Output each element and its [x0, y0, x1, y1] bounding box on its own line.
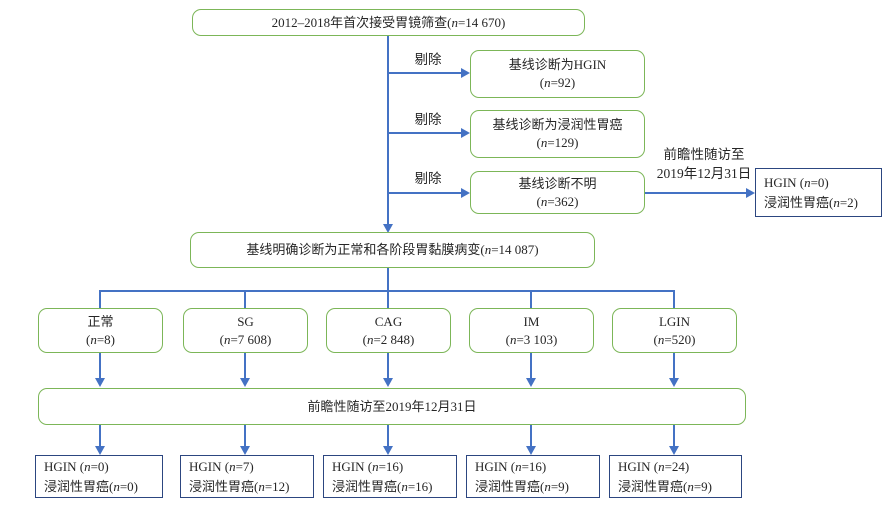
group-cag-line1: CAG	[374, 313, 403, 329]
outcome-arrow-line-1	[99, 425, 101, 447]
outcome-arrowhead-3	[383, 446, 393, 455]
outcome-arrowhead-1	[95, 446, 105, 455]
group-arrowhead-4	[526, 378, 536, 387]
split-drop-1	[99, 290, 101, 308]
group-lgin-line1: LGIN	[658, 313, 691, 329]
outcome-arrow-line-5	[673, 425, 675, 447]
exclusion-box-hgin-line1: 基线诊断为HGIN	[508, 57, 607, 73]
outcome-arrowhead-5	[669, 446, 679, 455]
excluded-outcome-box: HGIN (n=0) 浸润性胃癌(n=2)	[755, 168, 882, 217]
outcome-cag-line1: HGIN (n=16)	[332, 459, 404, 474]
exclusion-arrowhead-3	[461, 188, 470, 198]
outcome-box-cag: HGIN (n=16) 浸润性胃癌(n=16)	[323, 455, 457, 498]
outcome-im-line2: 浸润性胃癌(n=9)	[475, 478, 570, 494]
split-drop-3	[387, 290, 389, 308]
group-cag-line2: (n=2 848)	[362, 331, 415, 347]
outcome-arrow-line-2	[244, 425, 246, 447]
outcome-box-lgin: HGIN (n=24) 浸润性胃癌(n=9)	[609, 455, 742, 498]
exclusion-label-2: 剔除	[414, 112, 442, 127]
excluded-followup-arrowhead	[746, 188, 755, 198]
group-arrow-line-3	[387, 353, 389, 379]
followup-box-text: 前瞻性随访至2019年12月31日	[307, 398, 477, 414]
outcome-normal-line2: 浸润性胃癌(n=0)	[44, 478, 139, 494]
screening-box-text: 2012–2018年首次接受胃镜筛查(n=14 670)	[271, 14, 506, 30]
outcome-sg-line2: 浸润性胃癌(n=12)	[189, 478, 290, 494]
group-lgin-line2: (n=520)	[653, 331, 696, 347]
group-arrow-line-5	[673, 353, 675, 379]
group-normal-line1: 正常	[87, 313, 114, 329]
exclusion-box-invasive-line2: (n=129)	[536, 135, 579, 150]
group-arrowhead-5	[669, 378, 679, 387]
group-arrowhead-1	[95, 378, 105, 387]
outcome-box-sg: HGIN (n=7) 浸润性胃癌(n=12)	[180, 455, 314, 498]
split-drop-5	[673, 290, 675, 308]
exclusion-arrowhead-1	[461, 68, 470, 78]
group-arrowhead-3	[383, 378, 393, 387]
outcome-lgin-line1: HGIN (n=24)	[618, 459, 690, 474]
group-box-normal: 正常 (n=8)	[38, 308, 163, 353]
outcome-lgin-line2: 浸润性胃癌(n=9)	[618, 478, 713, 494]
followup-box: 前瞻性随访至2019年12月31日	[38, 388, 746, 425]
group-arrow-line-2	[244, 353, 246, 379]
exclusion-box-invasive-cancer: 基线诊断为浸润性胃癌 (n=129)	[470, 110, 645, 158]
baseline-box-text: 基线明确诊断为正常和各阶段胃黏膜病变(n=14 087)	[246, 242, 539, 258]
outcome-box-im: HGIN (n=16) 浸润性胃癌(n=9)	[466, 455, 600, 498]
exclusion-line-3	[388, 192, 462, 194]
exclusion-arrowhead-2	[461, 128, 470, 138]
group-sg-line2: (n=7 608)	[219, 331, 272, 347]
outcome-arrow-line-3	[387, 425, 389, 447]
group-box-cag: CAG (n=2 848)	[326, 308, 451, 353]
group-arrow-line-4	[530, 353, 532, 379]
excluded-followup-line	[645, 192, 747, 194]
group-box-lgin: LGIN (n=520)	[612, 308, 737, 353]
group-im-line2: (n=3 103)	[505, 331, 558, 347]
group-arrow-line-1	[99, 353, 101, 379]
outcome-box-normal: HGIN (n=0) 浸润性胃癌(n=0)	[35, 455, 163, 498]
exclusion-box-unclear: 基线诊断不明 (n=362)	[470, 171, 645, 214]
group-im-line1: IM	[523, 313, 540, 329]
exclusion-line-1	[388, 72, 462, 74]
exclusion-box-invasive-line1: 基线诊断为浸润性胃癌	[492, 117, 623, 133]
group-arrowhead-2	[240, 378, 250, 387]
exclusion-line-2	[388, 132, 462, 134]
excluded-followup-label-line2: 2019年12月31日	[656, 166, 752, 181]
group-normal-line2: (n=8)	[85, 331, 115, 347]
outcome-normal-line1: HGIN (n=0)	[44, 459, 109, 474]
exclusion-box-hgin: 基线诊断为HGIN (n=92)	[470, 50, 645, 98]
main-flow-line	[387, 36, 389, 225]
outcome-arrowhead-4	[526, 446, 536, 455]
group-box-im: IM (n=3 103)	[469, 308, 594, 353]
outcome-im-line1: HGIN (n=16)	[475, 459, 547, 474]
exclusion-box-unclear-line2: (n=362)	[536, 193, 579, 209]
exclusion-label-1: 剔除	[414, 52, 442, 67]
main-flow-arrowhead	[383, 224, 393, 233]
split-drop-4	[530, 290, 532, 308]
exclusion-label-3: 剔除	[414, 171, 442, 186]
baseline-split-stem	[387, 268, 389, 291]
baseline-box: 基线明确诊断为正常和各阶段胃黏膜病变(n=14 087)	[190, 232, 595, 268]
outcome-sg-line1: HGIN (n=7)	[189, 459, 254, 474]
exclusion-box-hgin-line2: (n=92)	[539, 75, 576, 90]
outcome-arrowhead-2	[240, 446, 250, 455]
excluded-followup-label-line1: 前瞻性随访至	[663, 147, 745, 162]
excluded-outcome-line2: 浸润性胃癌(n=2)	[764, 194, 859, 210]
screening-box: 2012–2018年首次接受胃镜筛查(n=14 670)	[192, 9, 585, 36]
exclusion-box-unclear-line1: 基线诊断不明	[518, 175, 597, 191]
group-sg-line1: SG	[237, 313, 254, 329]
split-drop-2	[244, 290, 246, 308]
group-box-sg: SG (n=7 608)	[183, 308, 308, 353]
outcome-arrow-line-4	[530, 425, 532, 447]
excluded-outcome-line1: HGIN (n=0)	[764, 175, 829, 190]
outcome-cag-line2: 浸润性胃癌(n=16)	[332, 478, 433, 494]
